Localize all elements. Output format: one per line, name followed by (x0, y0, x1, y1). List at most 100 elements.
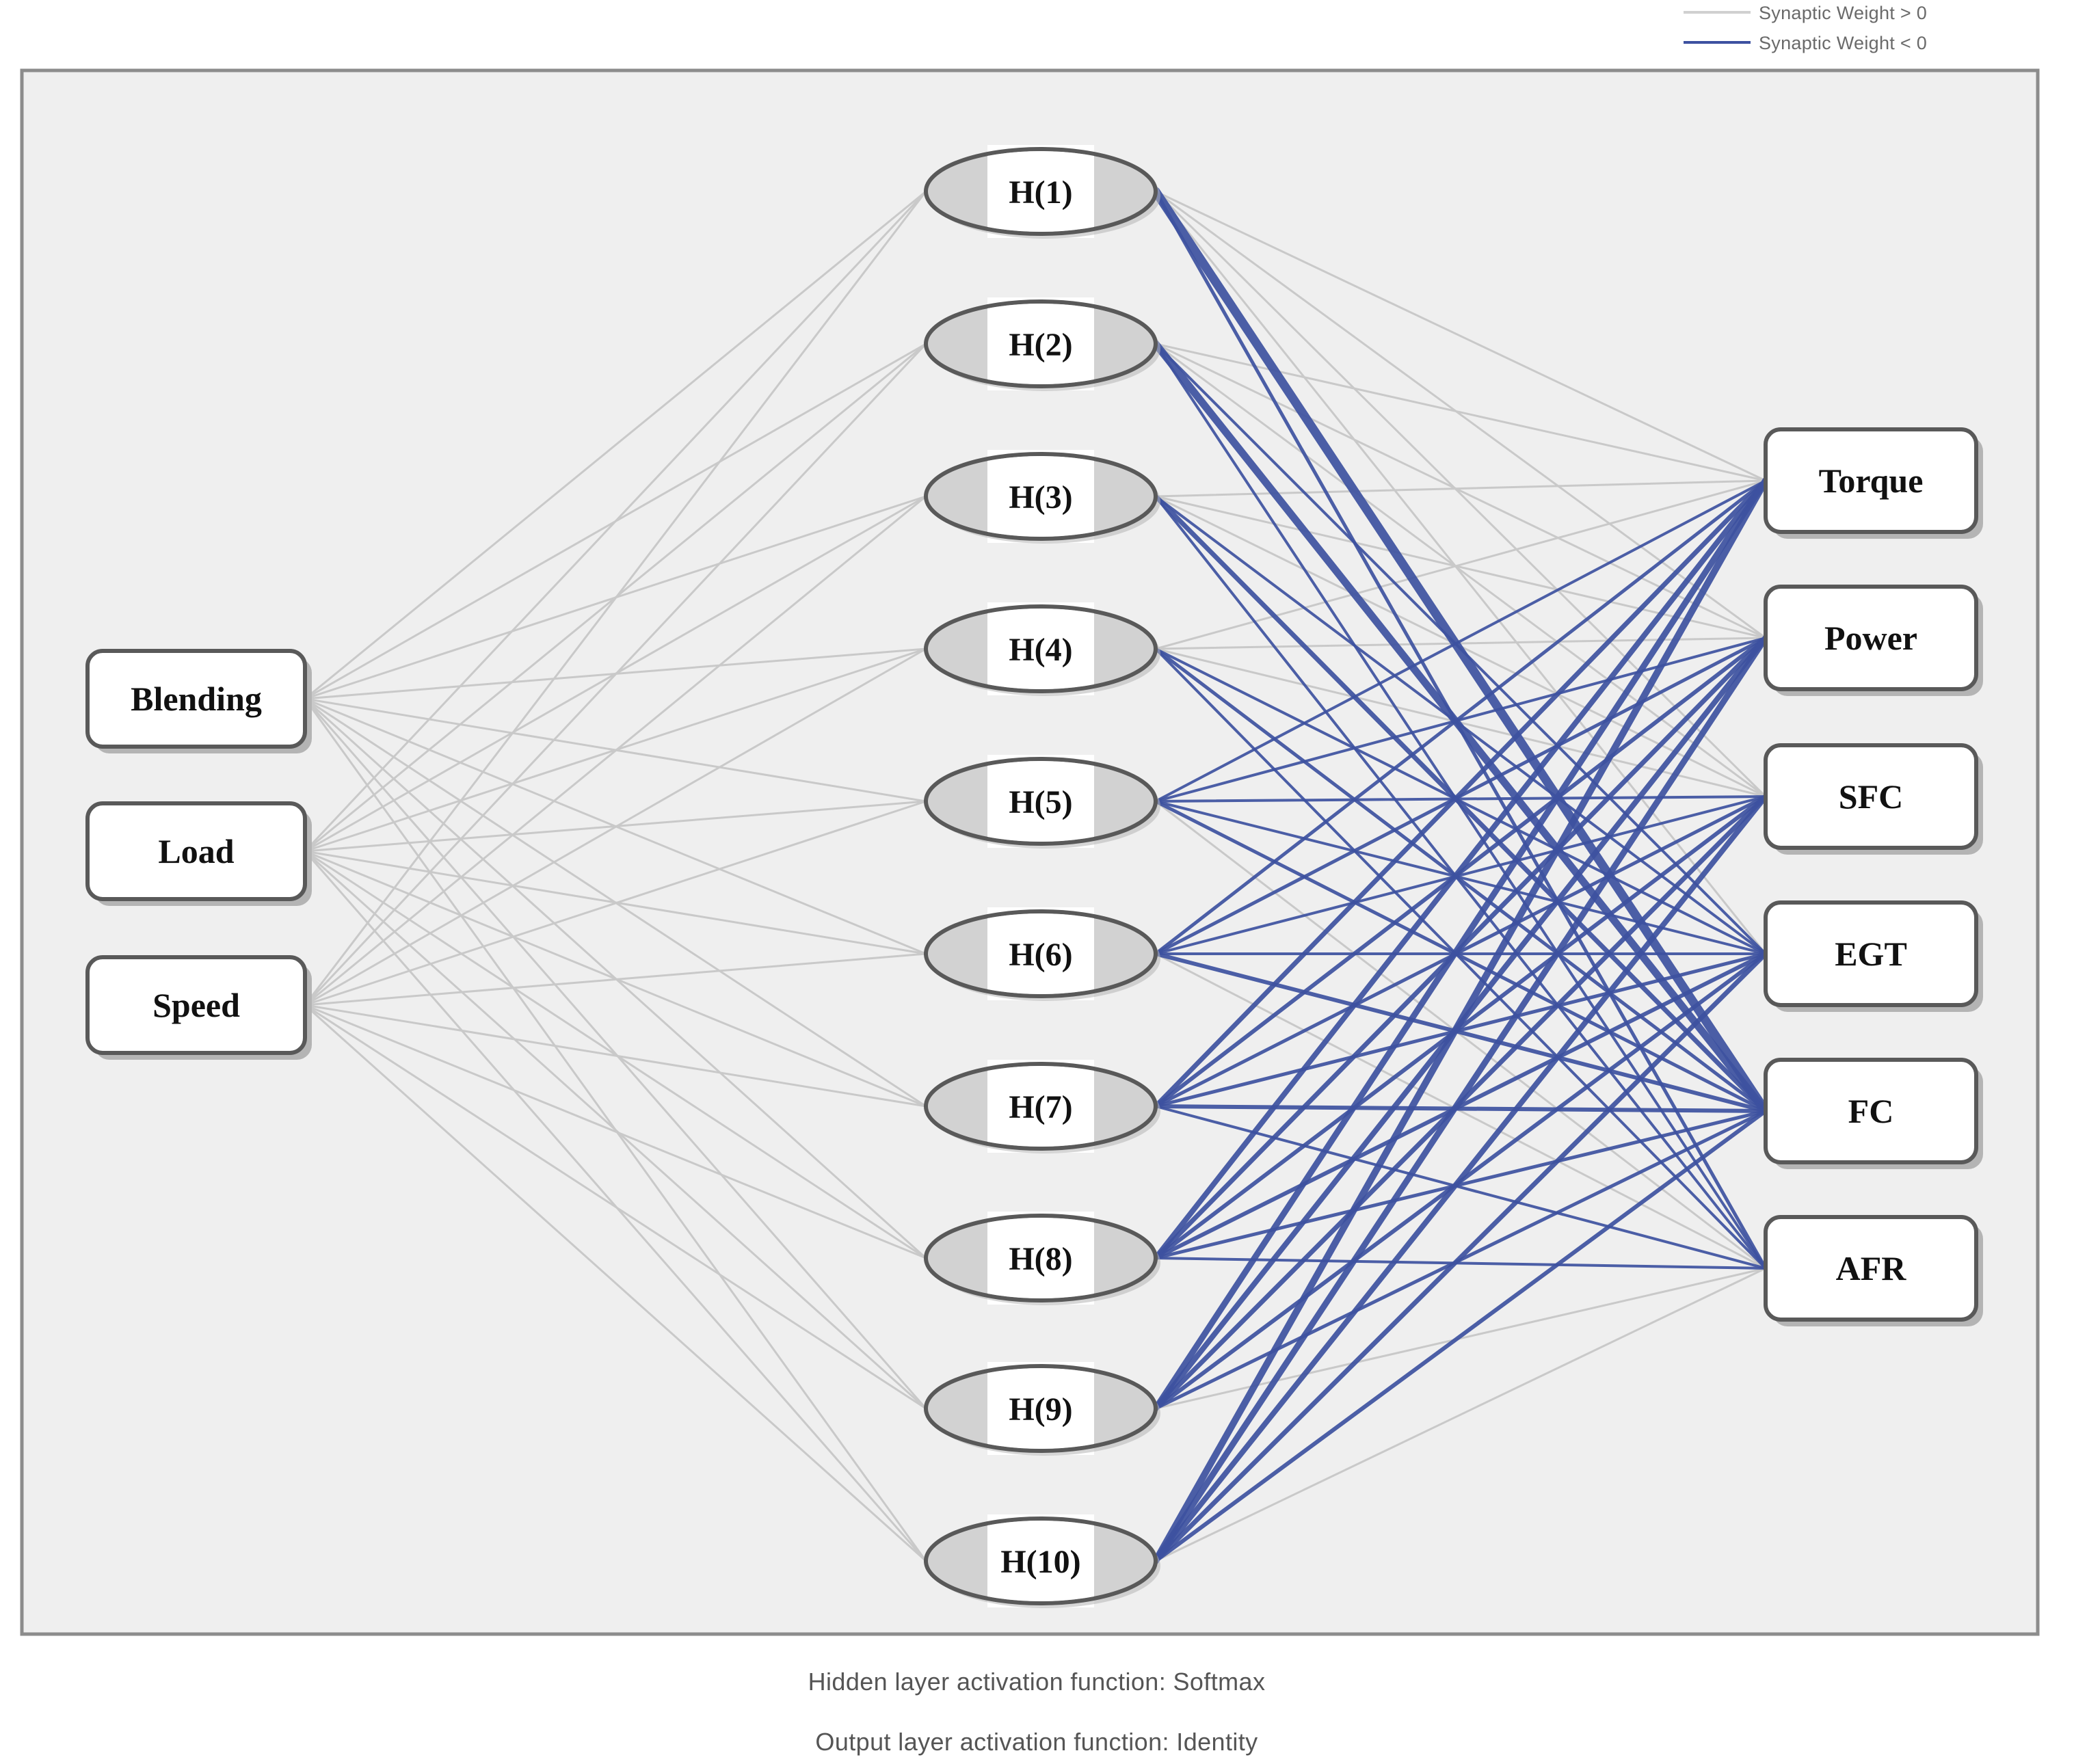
edge-hidden-output (1153, 478, 1768, 1109)
edge-hidden-output (1153, 478, 1768, 1261)
hidden-node-h2: H(2) (924, 297, 1160, 391)
edge-hidden-output (1154, 952, 1767, 1270)
input-node-label: Load (158, 832, 234, 870)
edge-hidden-output (1154, 1104, 1768, 1113)
edge-hidden-output (1154, 1257, 1767, 1270)
input-node-load: Load (85, 801, 312, 906)
edge-input-hidden (304, 647, 927, 1006)
edge-hidden-output (1154, 1109, 1768, 1260)
hidden-node-label: H(5) (1009, 784, 1072, 820)
hidden-node-label: H(6) (1009, 937, 1072, 973)
edge-input-hidden (304, 1004, 927, 1259)
edge-hidden-output (1154, 647, 1768, 1113)
output-node-label: Torque (1819, 462, 1924, 500)
hidden-node-label: H(3) (1009, 479, 1072, 516)
edge-hidden-output (1154, 495, 1767, 1270)
output-node-fc: FC (1764, 1058, 1983, 1169)
edge-hidden-output (1154, 800, 1767, 955)
output-node-label: AFR (1836, 1249, 1907, 1287)
edge-hidden-output (1154, 479, 1767, 498)
hidden-node-h5: H(5) (924, 755, 1160, 848)
edge-hidden-output (1153, 951, 1768, 1564)
output-node-power: Power (1764, 585, 1983, 696)
hidden-node-h4: H(4) (924, 602, 1160, 696)
hidden-node-label: H(9) (1009, 1391, 1072, 1428)
output-node-egt: EGT (1764, 900, 1983, 1012)
edge-hidden-output (1154, 343, 1767, 482)
hidden-node-label: H(10) (1000, 1544, 1080, 1580)
edge-hidden-output (1154, 794, 1768, 1108)
edge-hidden-output (1154, 952, 1768, 1260)
edge-hidden-output (1154, 190, 1767, 955)
edge-hidden-output (1154, 479, 1767, 650)
output-node-label: FC (1848, 1092, 1894, 1130)
hidden-node-label: H(4) (1009, 632, 1072, 668)
hidden-node-label: H(7) (1009, 1089, 1072, 1125)
edge-hidden-output (1154, 495, 1767, 955)
caption-output-activation: Output layer activation function: Identi… (815, 1728, 1258, 1756)
edge-hidden-output (1154, 799, 1768, 1113)
edge-hidden-output (1154, 479, 1767, 803)
edge-hidden-output (1154, 1267, 1767, 1562)
edge-input-hidden (304, 190, 927, 1006)
legend: Synaptic Weight > 0 Synaptic Weight < 0 (1684, 3, 1927, 53)
input-to-hidden-edges (304, 190, 927, 1562)
output-node-label: Power (1824, 619, 1917, 657)
edge-hidden-output (1154, 1105, 1767, 1270)
edge-hidden-output (1154, 343, 1767, 639)
hidden-node-h7: H(7) (924, 1060, 1160, 1153)
edge-input-hidden (304, 343, 927, 1006)
edge-hidden-output (1154, 343, 1767, 955)
edge-input-hidden (304, 800, 927, 1006)
edge-input-hidden (304, 190, 927, 853)
edge-hidden-output (1154, 343, 1767, 798)
hidden-node-h9: H(9) (924, 1362, 1160, 1456)
output-node-afr: AFR (1764, 1215, 1983, 1326)
edge-input-hidden (304, 190, 927, 700)
edge-hidden-output (1152, 634, 1769, 1564)
output-node-label: SFC (1839, 777, 1903, 816)
edge-hidden-output (1154, 1109, 1768, 1563)
edge-input-hidden (304, 1004, 927, 1562)
edge-hidden-output (1154, 795, 1767, 955)
hidden-node-label: H(1) (1009, 174, 1072, 211)
hidden-node-label: H(2) (1009, 327, 1072, 363)
edge-hidden-output (1154, 647, 1767, 1270)
input-node-label: Blending (131, 680, 262, 718)
input-node-label: Speed (152, 986, 240, 1024)
hidden-node-h10: H(10) (924, 1514, 1160, 1608)
hidden-node-h8: H(8) (924, 1212, 1160, 1305)
hidden-node-h1: H(1) (924, 145, 1160, 239)
edge-input-hidden (304, 850, 927, 1410)
legend-label-positive: Synaptic Weight > 0 (1759, 3, 1927, 23)
edge-hidden-output (1154, 795, 1767, 803)
edge-hidden-output (1154, 190, 1767, 798)
legend-label-negative: Synaptic Weight < 0 (1759, 33, 1927, 53)
edge-hidden-output (1152, 340, 1770, 1115)
input-node-speed: Speed (85, 955, 312, 1060)
edge-hidden-output (1152, 477, 1769, 1412)
edge-hidden-output (1153, 494, 1768, 1114)
caption-hidden-activation: Hidden layer activation function: Softma… (808, 1668, 1266, 1696)
edge-input-hidden (304, 1004, 927, 1108)
hidden-node-h6: H(6) (924, 907, 1160, 1001)
hidden-node-label: H(8) (1009, 1241, 1072, 1277)
edge-hidden-output (1154, 190, 1767, 639)
edge-hidden-output (1154, 800, 1767, 1270)
hidden-to-output-negative-edges (1151, 187, 1770, 1564)
edge-hidden-output (1153, 794, 1768, 1564)
output-node-torque: Torque (1764, 427, 1983, 539)
output-node-sfc: SFC (1764, 743, 1983, 855)
hidden-node-h3: H(3) (924, 450, 1160, 544)
edge-hidden-output (1151, 187, 1770, 1116)
edge-hidden-output (1154, 190, 1767, 482)
input-node-blending: Blending (85, 649, 312, 753)
edge-hidden-output (1152, 477, 1769, 1564)
edge-hidden-output (1154, 952, 1768, 1108)
edge-hidden-output (1154, 479, 1768, 956)
output-node-label: EGT (1835, 935, 1907, 973)
